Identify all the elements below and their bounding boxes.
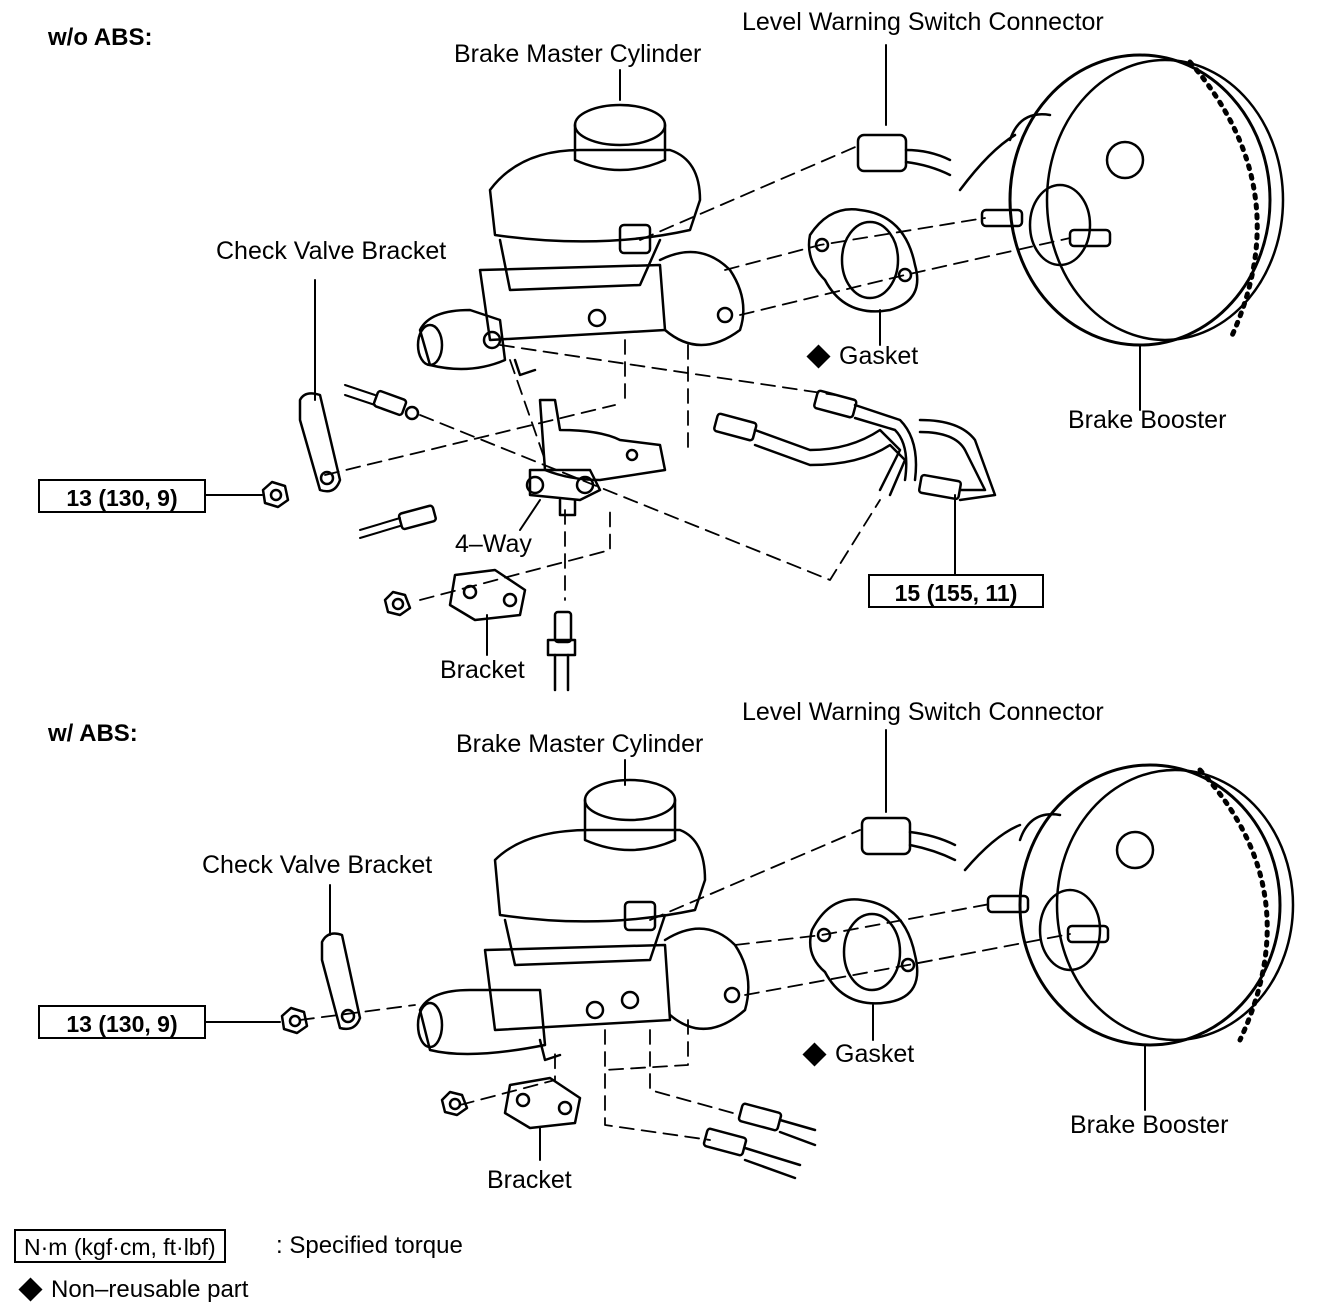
- assembly-guide-lines-top: [324, 144, 1071, 601]
- bleeder-fitting-top: [546, 610, 577, 692]
- torque-box-13: 13 (130, 9): [38, 479, 206, 513]
- label-gasket: Gasket: [806, 342, 918, 370]
- label-bracket: Bracket: [440, 656, 525, 684]
- label-bracket: Bracket: [487, 1166, 572, 1194]
- brake-lines-top: [344, 384, 997, 539]
- section-heading-w-abs: w/ ABS:: [48, 720, 138, 747]
- torque-box-13: 13 (130, 9): [38, 1005, 206, 1039]
- brake-booster-top: [1008, 53, 1285, 347]
- non-reusable-diamond-icon: [18, 1277, 43, 1302]
- assembly-guide-lines-bottom: [299, 829, 1071, 1141]
- label-gasket: Gasket: [802, 1040, 914, 1068]
- check-valve-bracket-top: [298, 392, 342, 493]
- level-switch-connector-top: [856, 133, 1017, 192]
- bracket-top: [383, 568, 527, 622]
- label-check-valve-bracket: Check Valve Bracket: [216, 237, 447, 265]
- label-brake-booster: Brake Booster: [1068, 406, 1227, 434]
- brake-booster-bottom: [1018, 763, 1295, 1047]
- check-valve-bracket-bottom: [320, 932, 362, 1031]
- non-reusable-diamond-icon: [802, 1042, 827, 1067]
- gasket-top: [807, 208, 919, 313]
- torque-box-15: 15 (155, 11): [868, 574, 1044, 608]
- section-heading-wo-abs: w/o ABS:: [48, 24, 153, 51]
- level-switch-connector-bottom: [860, 816, 1022, 872]
- label-level-warning-switch-connector: Level Warning Switch Connector: [742, 698, 1104, 726]
- label-check-valve-bracket: Check Valve Bracket: [202, 851, 433, 879]
- label-brake-master-cylinder: Brake Master Cylinder: [454, 40, 702, 68]
- nut-bottom: [280, 1006, 309, 1035]
- master-cylinder-bottom: [416, 778, 750, 1062]
- callout-leaders-top: [204, 44, 1141, 656]
- gasket-bottom: [808, 898, 919, 1005]
- non-reusable-diamond-icon: [806, 344, 831, 369]
- label-level-warning-switch-connector: Level Warning Switch Connector: [742, 8, 1104, 36]
- nut-top: [261, 480, 290, 509]
- four-way-joint: [525, 398, 667, 517]
- label-four-way: 4–Way: [455, 530, 532, 558]
- bracket-bottom: [440, 1076, 582, 1130]
- label-brake-booster: Brake Booster: [1070, 1111, 1229, 1139]
- legend-non-reusable: Non–reusable part: [18, 1276, 248, 1304]
- brake-lines-bottom: [702, 1102, 817, 1180]
- callout-leaders-bottom: [204, 729, 1146, 1161]
- legend-torque-description: : Specified torque: [276, 1232, 463, 1259]
- label-brake-master-cylinder: Brake Master Cylinder: [456, 730, 704, 758]
- master-cylinder-top: [416, 103, 745, 377]
- legend-torque-unit-box: N·m (kgf·cm, ft·lbf): [14, 1229, 226, 1263]
